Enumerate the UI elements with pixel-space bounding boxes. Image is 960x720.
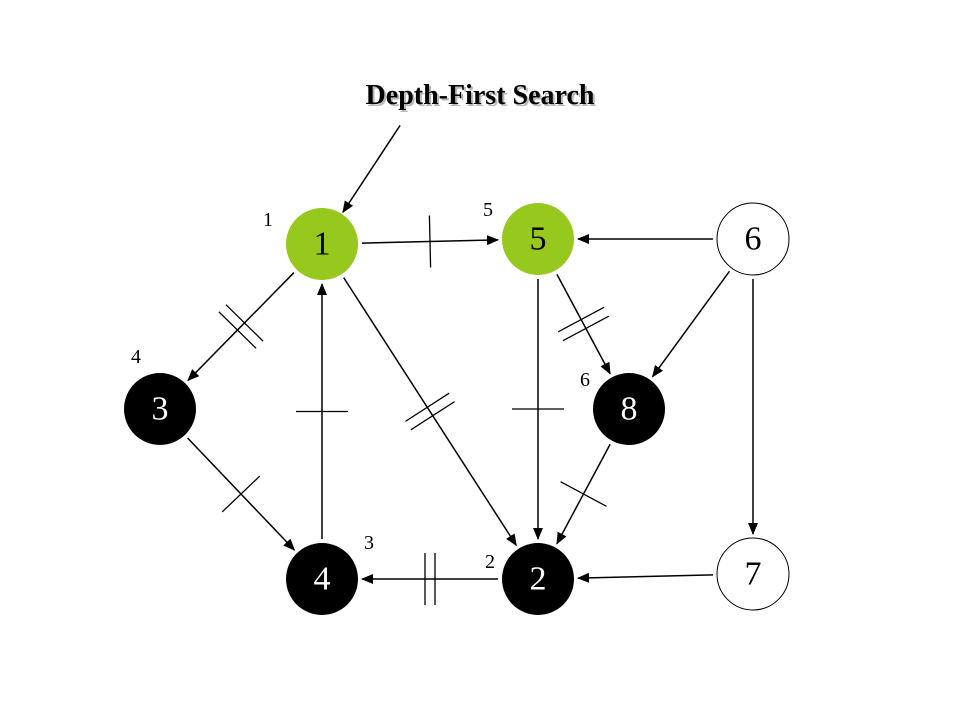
node-label: 7 xyxy=(745,556,762,593)
node-7: 7 xyxy=(716,537,790,611)
edge-tick-mark xyxy=(405,392,450,422)
edge-7-2 xyxy=(576,572,714,583)
visit-order-label: 4 xyxy=(131,346,141,368)
node-label: 5 xyxy=(530,221,547,258)
edge-tick-mark xyxy=(218,311,257,349)
edge-1-2 xyxy=(343,277,517,547)
node-label: 4 xyxy=(314,561,331,598)
edge-5-8 xyxy=(556,273,611,375)
node-5: 5 xyxy=(502,203,574,275)
edge-tick-mark xyxy=(225,304,264,342)
edge-4-1 xyxy=(296,283,348,539)
visit-order-label: 5 xyxy=(483,199,493,221)
diagram-title: Depth-First Search xyxy=(365,80,595,111)
node-label: 3 xyxy=(152,391,169,428)
edge-tick-mark xyxy=(560,481,607,507)
edge-tick-mark xyxy=(221,475,261,513)
visit-order-label: 6 xyxy=(580,369,590,391)
node-2: 2 xyxy=(502,543,574,615)
edge-tick-mark xyxy=(562,315,610,342)
edge-tick-mark xyxy=(557,306,605,333)
node-label: 6 xyxy=(745,221,762,258)
edge-3-4 xyxy=(187,437,296,551)
edge-6-8 xyxy=(651,270,731,378)
edge-1-3 xyxy=(187,272,295,382)
edge-2-4 xyxy=(361,553,498,605)
node-label: 2 xyxy=(530,561,547,598)
node-6: 6 xyxy=(716,202,790,276)
edge-tick-mark xyxy=(410,401,455,431)
visit-order-label: 2 xyxy=(485,551,495,573)
start-arrow xyxy=(342,124,401,214)
edge-5-2 xyxy=(512,279,564,540)
node-4: 4 xyxy=(286,543,358,615)
node-1: 1 xyxy=(286,208,358,280)
visit-order-label: 1 xyxy=(263,209,273,231)
edge-1-5 xyxy=(361,215,500,268)
node-label: 1 xyxy=(314,226,331,263)
node-8: 8 xyxy=(593,373,665,445)
visit-order-label: 3 xyxy=(364,532,374,554)
node-3: 3 xyxy=(124,373,196,445)
node-label: 8 xyxy=(621,391,638,428)
edge-8-2 xyxy=(556,443,611,545)
edge-tick-mark xyxy=(428,215,432,268)
